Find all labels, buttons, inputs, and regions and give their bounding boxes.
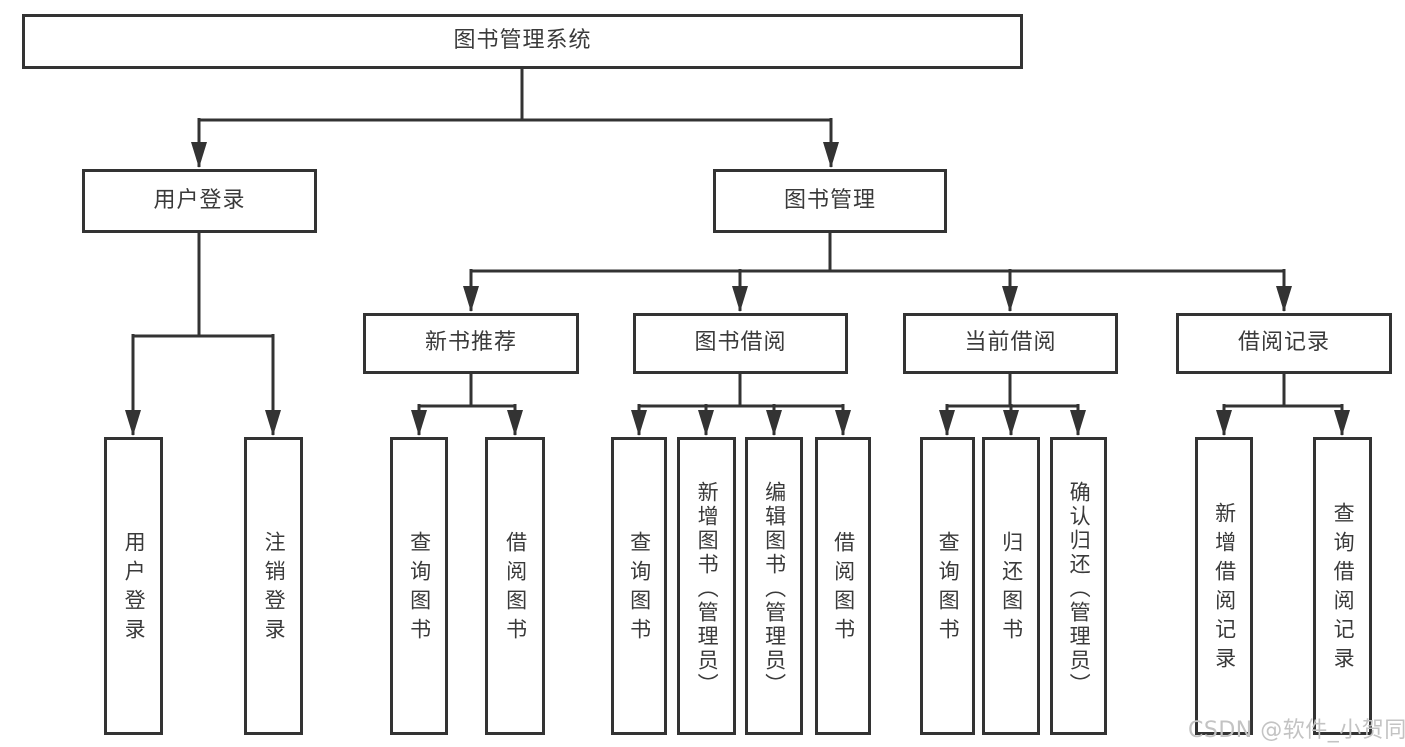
leaf-logout: 注销登录 — [244, 437, 303, 735]
leaf-newbook-query-books: 查询图书 — [390, 437, 448, 735]
leaf-borrow-query-books: 查询图书 — [611, 437, 667, 735]
leaf-current-query-books: 查询图书 — [920, 437, 975, 735]
leaf-user-login: 用户登录 — [104, 437, 163, 735]
leaf-borrow-borrow-books: 借阅图书 — [815, 437, 871, 735]
csdn-watermark: CSDN @软件_小贺同学 — [1188, 718, 1405, 743]
leaf-records-query-borrow-record: 查询借阅记录 — [1313, 437, 1372, 735]
node-user-login: 用户登录 — [82, 169, 317, 233]
leaf-borrow-add-books-admin: 新增图书（管理员） — [677, 437, 736, 735]
leaf-current-return-books: 归还图书 — [982, 437, 1040, 735]
leaf-borrow-edit-books-admin: 编辑图书（管理员） — [745, 437, 803, 735]
node-new-book-recommend: 新书推荐 — [363, 313, 579, 374]
node-book-borrow: 图书借阅 — [633, 313, 848, 374]
node-book-management: 图书管理 — [713, 169, 947, 233]
node-library-management-system: 图书管理系统 — [22, 14, 1023, 69]
leaf-newbook-borrow-books: 借阅图书 — [485, 437, 545, 735]
leaf-current-confirm-return-admin: 确认归还（管理员） — [1050, 437, 1107, 735]
node-borrow-records: 借阅记录 — [1176, 313, 1392, 374]
node-current-borrow: 当前借阅 — [903, 313, 1118, 374]
leaf-records-add-borrow-record: 新增借阅记录 — [1195, 437, 1253, 735]
